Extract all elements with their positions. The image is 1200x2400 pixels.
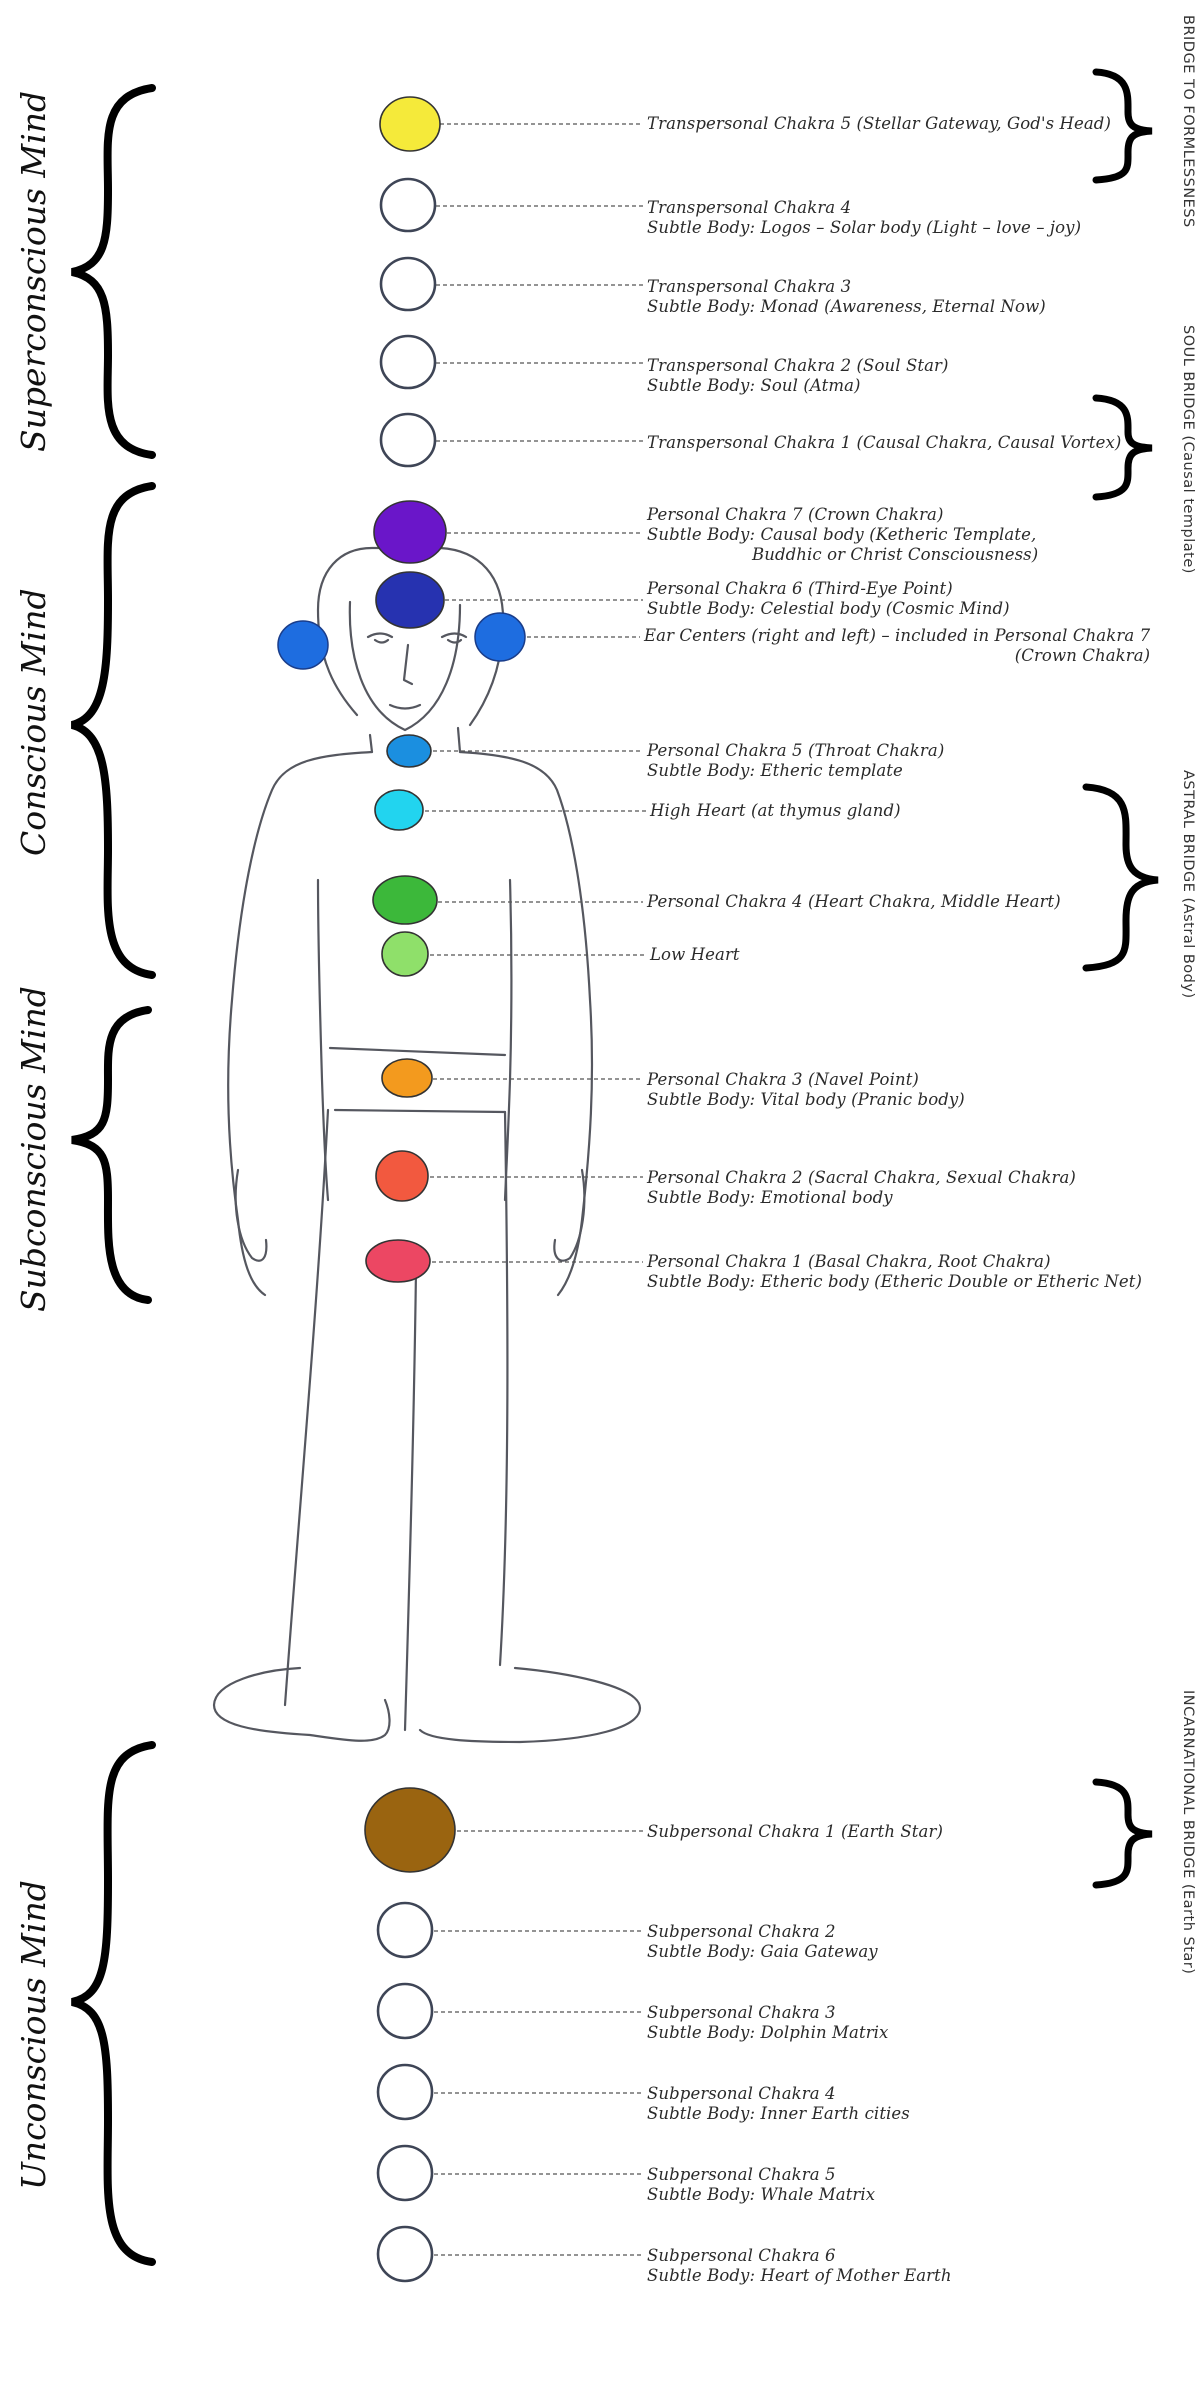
- figure-leg-center: [403, 1268, 418, 1732]
- chakra-label-p6: Personal Chakra 6 (Third-Eye Point)Subtl…: [647, 579, 1010, 618]
- right-braces: [1082, 68, 1159, 1889]
- figure-eye-left-dot: [373, 638, 390, 644]
- brace-conscious: [70, 482, 156, 979]
- figure-eye-right-dot: [446, 638, 463, 644]
- chakra-label-p3: Personal Chakra 3 (Navel Point)Subtle Bo…: [647, 1070, 965, 1109]
- chakra-circle: [374, 789, 424, 831]
- chakra-label-p1: Personal Chakra 1 (Basal Chakra, Root Ch…: [647, 1252, 1143, 1291]
- chakra-circle: [386, 734, 432, 768]
- figure-nose: [402, 643, 414, 686]
- chakra-label-tp2: Transpersonal Chakra 2 (Soul Star)Subtle…: [647, 356, 949, 395]
- left-braces: [70, 84, 156, 2266]
- figure-face: [348, 600, 462, 732]
- figure-neck-left: [368, 733, 374, 754]
- figure-belt-top: [328, 1046, 507, 1057]
- chakra-label-high-heart: High Heart (at thymus gland): [650, 801, 901, 820]
- brace-astral-bridge: [1082, 783, 1159, 972]
- bridge-label-formlessness: BRIDGE TO FORMLESSNESS: [1180, 15, 1196, 228]
- brace-bridge-formlessness: [1092, 68, 1153, 184]
- chakra-circle: [379, 177, 437, 233]
- chakra-circle: [365, 1239, 431, 1283]
- mind-label-conscious: Conscious Mind: [14, 588, 53, 856]
- figure-eye-right: [440, 632, 468, 639]
- chakra-label-sp1: Subpersonal Chakra 1 (Earth Star): [647, 1822, 943, 1841]
- figure-leg-left-outer: [283, 1108, 330, 1707]
- chakra-label-p7: Personal Chakra 7 (Crown Chakra)Subtle B…: [647, 505, 1039, 564]
- figure-foot-right: [418, 1666, 642, 1744]
- figure-neck-right: [456, 726, 462, 754]
- chakra-circle: [375, 571, 445, 629]
- chakra-circle: [376, 2225, 434, 2283]
- chakra-label-tp1: Transpersonal Chakra 1 (Causal Chakra, C…: [647, 433, 1122, 452]
- mind-label-superconscious: Superconscious Mind: [14, 90, 53, 452]
- chakra-label-p4: Personal Chakra 4 (Heart Chakra, Middle …: [647, 892, 1061, 911]
- brace-incarnational-bridge: [1092, 1778, 1153, 1889]
- chakra-circle: [381, 1058, 433, 1098]
- chakra-circle: [375, 1150, 429, 1202]
- chakra-circle: [373, 500, 447, 564]
- figure-hand-left: [234, 1168, 268, 1262]
- chakra-label-ear: Ear Centers (right and left) – included …: [644, 626, 1151, 665]
- figure-arm-left-inner: [316, 878, 330, 1202]
- figure-foot-left: [212, 1666, 391, 1742]
- bridge-label-incarnational: INCARNATIONAL BRIDGE (Earth Star): [1180, 1690, 1196, 1975]
- figure-eye-left: [366, 632, 394, 639]
- bridge-label-soul: SOUL BRIDGE (Causal template): [1180, 325, 1196, 574]
- figure-mouth: [388, 703, 422, 710]
- mind-label-subconscious: Subconscious Mind: [14, 986, 53, 1312]
- figure-body: [227, 750, 374, 1297]
- brace-unconscious: [70, 1741, 156, 2266]
- chakra-circle: [364, 1787, 456, 1873]
- mind-label-unconscious: Unconscious Mind: [14, 1880, 53, 2190]
- ear-center-left-circle: [277, 620, 329, 670]
- chakra-circle: [381, 931, 429, 977]
- chakra-circle: [376, 1901, 434, 1959]
- chakra-label-p5: Personal Chakra 5 (Throat Chakra)Subtle …: [647, 741, 945, 780]
- bridge-label-astral: ASTRAL BRIDGE (Astral Body): [1180, 770, 1196, 999]
- chakra-circle: [376, 2063, 434, 2121]
- brace-superconscious: [70, 84, 156, 459]
- leader-lines: [425, 123, 646, 2256]
- brace-subconscious: [71, 1006, 152, 1304]
- chakra-circle: [379, 256, 437, 312]
- figure-belt-bottom: [333, 1108, 507, 1114]
- chakra-label-p2: Personal Chakra 2 (Sacral Chakra, Sexual…: [647, 1168, 1076, 1207]
- chakra-circle: [376, 2144, 434, 2202]
- chakra-circle: [379, 96, 441, 152]
- chakra-circles: [277, 96, 526, 2283]
- ear-center-right-circle: [474, 612, 526, 662]
- figure-hand-right: [553, 1168, 586, 1262]
- chakra-circle: [379, 412, 437, 468]
- chakra-circle: [372, 875, 438, 925]
- chakra-circle: [376, 1982, 434, 2040]
- chakra-label-tp5: Transpersonal Chakra 5 (Stellar Gateway,…: [647, 114, 1111, 133]
- figure-body-right: [458, 750, 594, 1297]
- figure-leg-right-outer: [498, 1110, 509, 1667]
- chakra-circle: [379, 334, 437, 390]
- brace-soul-bridge: [1092, 394, 1153, 501]
- human-figure: [212, 546, 642, 1744]
- chakra-label-low-heart: Low Heart: [650, 945, 740, 964]
